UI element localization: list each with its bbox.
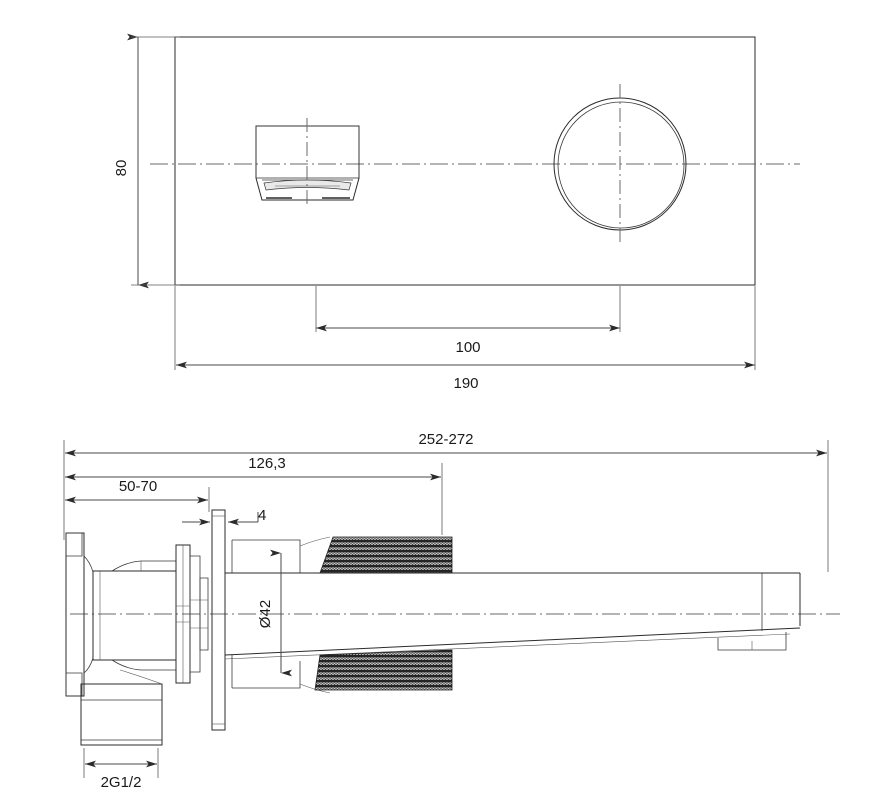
valve-rear-collar-top-seg — [65, 532, 83, 557]
dimension-plate-height: 80 — [113, 33, 180, 289]
spout-outlet-circle — [553, 84, 687, 243]
dimension-plate-thickness: 4 — [182, 507, 266, 526]
dim-190-label: 190 — [453, 375, 478, 392]
dim-42-label: Ø42 — [257, 600, 274, 628]
dim-5070-label: 50-70 — [119, 478, 157, 495]
mounting-flange — [211, 509, 226, 731]
outlet-inner-circle — [557, 101, 685, 229]
dim-2g12-label: 2G1/2 — [101, 774, 142, 791]
valve-stem-stack — [175, 544, 209, 684]
dimension-plate-width: 190 — [174, 286, 756, 392]
dim-100-label: 100 — [455, 339, 480, 356]
stem-collar-outer — [175, 544, 191, 684]
escutcheon-plate — [174, 36, 756, 286]
dimension-wall-recess: 50-70 — [65, 478, 210, 512]
knurled-sleeve-upper — [319, 536, 453, 574]
stem-collar-detail — [176, 605, 190, 623]
front-view: 80 100 190 — [113, 33, 800, 392]
valve-bottom-shoulder — [111, 659, 177, 671]
stem-ring-a — [189, 555, 201, 673]
spout-root-sleeve-bottom — [231, 655, 301, 689]
flange-plate — [211, 509, 226, 731]
knurled-sleeve-lower — [314, 649, 453, 691]
dimension-handle-to-spout: 100 — [315, 286, 621, 356]
dimension-inlet-thread: 2G1/2 — [83, 748, 159, 791]
dimension-spout-projection: 126,3 — [65, 455, 443, 535]
stem-ring-b — [199, 577, 209, 651]
dimension-overall-projection: 252-272 — [63, 431, 829, 572]
dim-80-label: 80 — [113, 160, 130, 177]
lever-handle — [255, 118, 360, 206]
sleeve-leader-top — [299, 536, 331, 547]
dim-4-label: 4 — [258, 507, 266, 524]
dim-1263-label: 126,3 — [248, 455, 286, 472]
side-view: 252-272 126,3 50-70 4 Ø42 — [63, 431, 840, 791]
dim-252-label: 252-272 — [418, 431, 473, 448]
stem-ring-detail — [190, 599, 208, 629]
spout-assembly — [224, 536, 801, 694]
dimension-spout-diameter: Ø42 — [257, 549, 292, 677]
valve-rear-collar-bottom-seg — [65, 672, 83, 697]
inlet-fillet — [119, 669, 163, 685]
spout-bottom-edge — [224, 627, 801, 656]
inlet-connection — [80, 683, 163, 746]
spout-root-sleeve-top — [231, 539, 301, 573]
spout-bottom-edge-inner — [224, 633, 791, 660]
